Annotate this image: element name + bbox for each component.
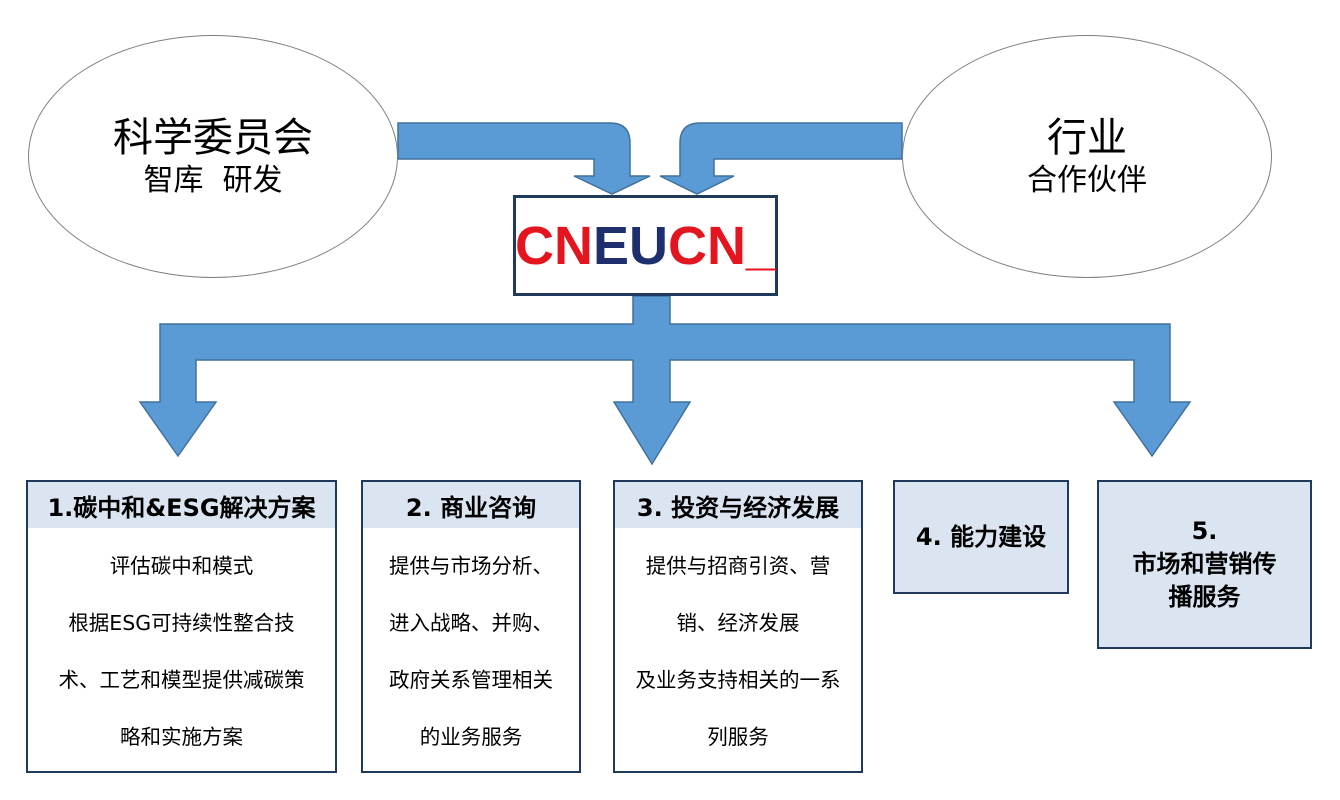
box-label-line: 5. xyxy=(1191,517,1218,545)
arrow-science-to-hub xyxy=(397,122,651,195)
science-committee-title: 科学委员会 xyxy=(113,114,313,161)
card-line: 根据ESG可持续性整合技 xyxy=(68,611,295,635)
service-card-carbon-esg: 1.碳中和&ESG解决方案 评估碳中和模式 根据ESG可持续性整合技 术、工艺和… xyxy=(26,480,337,773)
service-box-capacity-building: 4. 能力建设 xyxy=(893,480,1069,594)
science-committee-node: 科学委员会 智库 研发 xyxy=(28,35,398,278)
card-line: 评估碳中和模式 xyxy=(109,554,254,578)
service-card-investment: 3. 投资与经济发展 提供与招商引资、营 销、经济发展 及业务支持相关的一系 列… xyxy=(613,480,863,773)
card-line: 列服务 xyxy=(707,725,769,749)
card-line: 销、经济发展 xyxy=(676,611,800,635)
arrow-hub-to-services xyxy=(138,295,1192,466)
card-title: 1.碳中和&ESG解决方案 xyxy=(28,482,335,528)
industry-title: 行业 xyxy=(1047,114,1127,161)
card-description: 提供与市场分析、 进入战略、并购、 政府关系管理相关 的业务服务 xyxy=(363,528,579,766)
card-line: 略和实施方案 xyxy=(120,725,243,749)
science-committee-subtitle: 智库 研发 xyxy=(143,162,283,198)
box-label-line: 市场和营销传 xyxy=(1132,550,1277,578)
hub-logo-cn-2: CN xyxy=(667,215,746,276)
card-line: 提供与市场分析、 xyxy=(389,554,553,578)
industry-partner-node: 行业 合作伙伴 xyxy=(902,35,1272,278)
hub-logo-eu: EU xyxy=(592,215,668,276)
card-title: 2. 商业咨询 xyxy=(363,482,579,528)
card-line: 及业务支持相关的一系 xyxy=(635,668,841,692)
service-box-marketing: 5. 市场和营销传 播服务 xyxy=(1097,480,1312,649)
hub-logo-cn-1: CN xyxy=(514,215,593,276)
card-description: 评估碳中和模式 根据ESG可持续性整合技 术、工艺和模型提供减碳策 略和实施方案 xyxy=(28,528,335,766)
card-line: 进入战略、并购、 xyxy=(389,611,553,635)
industry-subtitle: 合作伙伴 xyxy=(1027,162,1147,198)
card-line: 政府关系管理相关 xyxy=(389,668,553,692)
box-label: 4. 能力建设 xyxy=(915,522,1047,551)
card-description: 提供与招商引资、营 销、经济发展 及业务支持相关的一系 列服务 xyxy=(615,528,861,766)
arrow-industry-to-hub xyxy=(659,122,903,195)
card-line: 提供与招商引资、营 xyxy=(645,554,831,578)
hub-logo-suffix: _ xyxy=(745,215,777,276)
service-card-business-consulting: 2. 商业咨询 提供与市场分析、 进入战略、并购、 政府关系管理相关 的业务服务 xyxy=(361,480,581,773)
card-line: 术、工艺和模型提供减碳策 xyxy=(58,668,305,692)
card-title: 3. 投资与经济发展 xyxy=(615,482,861,528)
box-label-line: 播服务 xyxy=(1168,583,1241,611)
card-line: 的业务服务 xyxy=(419,725,523,749)
